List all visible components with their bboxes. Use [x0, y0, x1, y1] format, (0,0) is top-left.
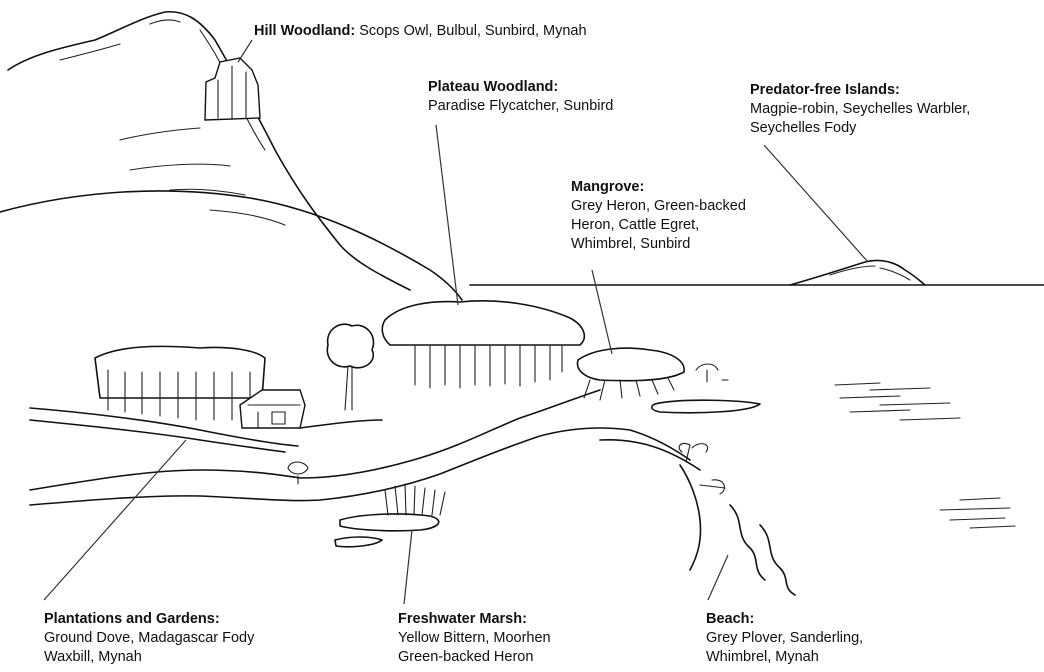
mangrove-drawing	[577, 348, 728, 400]
label-plantations-gardens-heading: Plantations and Gardens:	[44, 610, 254, 629]
label-hill-woodland-heading: Hill Woodland:	[254, 23, 355, 39]
label-predator-free-islands: Predator-free Islands: Magpie-robin, Sey…	[750, 81, 970, 138]
label-plantations-gardens-line-1: Ground Dove, Madagascar Fody	[44, 629, 254, 648]
label-mangrove-line-3: Whimbrel, Sunbird	[571, 235, 746, 254]
label-plateau-woodland-heading: Plateau Woodland:	[428, 78, 613, 97]
label-plateau-woodland-line-1: Paradise Flycatcher, Sunbird	[428, 97, 613, 116]
label-mangrove-line-1: Grey Heron, Green-backed	[571, 197, 746, 216]
label-mangrove-heading: Mangrove:	[571, 178, 746, 197]
label-plantations-gardens-line-2: Waxbill, Mynah	[44, 648, 254, 667]
hill-drawing	[0, 12, 462, 300]
single-tree-drawing	[327, 324, 373, 410]
label-beach-line-2: Whimbrel, Mynah	[706, 648, 863, 667]
label-freshwater-marsh-line-2: Green-backed Heron	[398, 648, 551, 667]
predator-free-island-drawing	[790, 260, 925, 285]
label-predator-free-islands-line-1: Magpie-robin, Seychelles Warbler,	[750, 100, 970, 119]
label-freshwater-marsh: Freshwater Marsh: Yellow Bittern, Moorhe…	[398, 610, 551, 667]
label-mangrove-line-2: Heron, Cattle Egret,	[571, 216, 746, 235]
label-plantations-gardens: Plantations and Gardens: Ground Dove, Ma…	[44, 610, 254, 667]
label-mangrove: Mangrove: Grey Heron, Green-backed Heron…	[571, 178, 746, 254]
label-hill-woodland-line-1: Scops Owl, Bulbul, Sunbird, Mynah	[359, 23, 586, 39]
label-hill-woodland: Hill Woodland: Scops Owl, Bulbul, Sunbir…	[254, 22, 587, 41]
label-freshwater-marsh-line-1: Yellow Bittern, Moorhen	[398, 629, 551, 648]
label-predator-free-islands-heading: Predator-free Islands:	[750, 81, 970, 100]
label-beach-line-1: Grey Plover, Sanderling,	[706, 629, 863, 648]
label-beach: Beach: Grey Plover, Sanderling, Whimbrel…	[706, 610, 863, 667]
label-freshwater-marsh-heading: Freshwater Marsh:	[398, 610, 551, 629]
label-plateau-woodland: Plateau Woodland: Paradise Flycatcher, S…	[428, 78, 613, 116]
sea-ripples	[835, 383, 1015, 528]
plantation-drawing	[30, 346, 382, 452]
label-predator-free-islands-line-2: Seychelles Fody	[750, 119, 970, 138]
plateau-woodland-drawing	[382, 301, 584, 388]
label-beach-heading: Beach:	[706, 610, 863, 629]
freshwater-marsh-drawing	[288, 462, 445, 547]
label-pointers	[44, 40, 868, 604]
beach-drawing	[679, 443, 795, 595]
